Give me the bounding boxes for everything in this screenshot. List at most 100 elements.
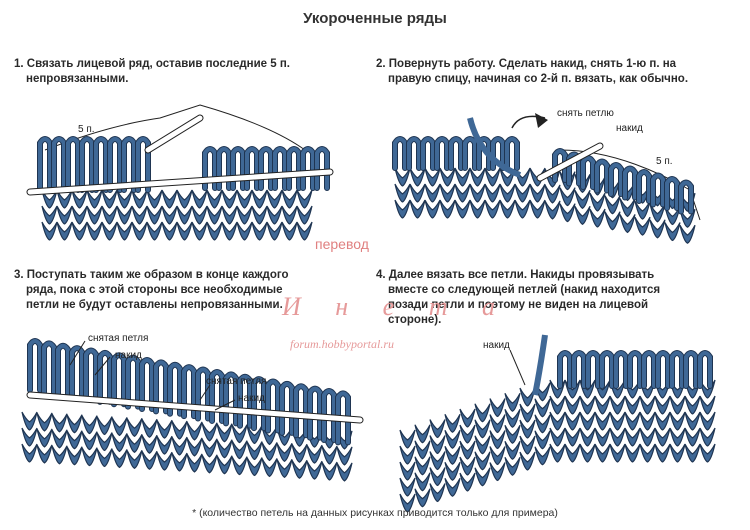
stitch bbox=[21, 443, 38, 463]
stitch bbox=[699, 443, 716, 463]
stitch bbox=[81, 431, 98, 451]
stitch bbox=[489, 462, 506, 482]
stitch bbox=[594, 443, 611, 463]
stitch bbox=[489, 398, 506, 418]
stitch bbox=[111, 433, 128, 453]
stitch-loop bbox=[698, 351, 712, 388]
stitch-loop bbox=[108, 137, 122, 192]
stitch bbox=[549, 411, 566, 431]
stitch-loop bbox=[315, 147, 329, 190]
step-2-line-2: правую спицу, начиная со 2-й п. вязать, … bbox=[388, 73, 689, 85]
stitch bbox=[321, 461, 338, 481]
stitch-loop bbox=[670, 351, 684, 388]
stitch bbox=[474, 467, 491, 487]
stitch-loop bbox=[140, 358, 154, 412]
diagram-1-fabric bbox=[37, 136, 330, 241]
stitch bbox=[489, 430, 506, 450]
stitch bbox=[216, 439, 233, 459]
diagram-2-slip-label: снять петлю bbox=[557, 108, 614, 119]
stitch bbox=[459, 472, 476, 492]
stitch-loop bbox=[505, 137, 519, 170]
footnote: * (количество петель на данных рисунках … bbox=[192, 507, 558, 519]
stitch bbox=[231, 456, 248, 476]
diagram-3-pointer-2 bbox=[94, 356, 111, 376]
diagram-3-slip-label-1: снятая петля bbox=[88, 333, 149, 344]
stitch-loop bbox=[84, 348, 98, 402]
stitch bbox=[504, 456, 521, 476]
stitch bbox=[306, 444, 323, 464]
stitch bbox=[414, 472, 431, 492]
stitch-loop bbox=[463, 137, 477, 170]
stitch bbox=[579, 443, 596, 463]
stitch-loop bbox=[52, 137, 66, 192]
stitch-loop bbox=[684, 351, 698, 388]
stitch bbox=[36, 428, 53, 448]
step-4-line-2: вместе со следующей петлей (накид находи… bbox=[388, 284, 661, 296]
stitch-loop bbox=[600, 351, 614, 388]
stitch bbox=[306, 460, 323, 480]
stitch-loop bbox=[42, 341, 56, 395]
stitch bbox=[36, 444, 53, 464]
stitch bbox=[549, 443, 566, 463]
stitch bbox=[679, 208, 696, 228]
stitch bbox=[564, 427, 581, 447]
stitch bbox=[261, 442, 278, 462]
stitch-loop bbox=[217, 147, 231, 190]
stitch-loop bbox=[665, 177, 679, 210]
stitch bbox=[291, 443, 308, 463]
stitch bbox=[574, 190, 591, 209]
stitch bbox=[589, 208, 606, 228]
stitch bbox=[639, 411, 656, 431]
stitch-loop bbox=[322, 389, 336, 442]
stitch bbox=[429, 483, 446, 503]
stitch bbox=[594, 427, 611, 447]
stitch-loop bbox=[421, 137, 435, 170]
diagram-3-pointer-3 bbox=[199, 384, 211, 401]
stitch bbox=[321, 445, 338, 465]
stitch bbox=[684, 411, 701, 431]
stitch bbox=[459, 456, 476, 476]
stitch bbox=[459, 408, 476, 428]
stitch bbox=[489, 414, 506, 434]
step-4-text: 4. Далее вязать все петли. Накиды провяз… bbox=[376, 268, 746, 328]
stitch-loop bbox=[56, 343, 70, 397]
stitch bbox=[699, 379, 716, 399]
stitch bbox=[519, 403, 536, 423]
stitch bbox=[544, 200, 561, 220]
stitch bbox=[699, 427, 716, 447]
stitch bbox=[459, 424, 476, 444]
step-4-line-4: стороне). bbox=[388, 314, 442, 326]
stitch-loop bbox=[558, 351, 572, 388]
stitch bbox=[141, 450, 158, 470]
step-2-text: 2. Повернуть работу. Сделать накид, снят… bbox=[376, 57, 746, 87]
stitch bbox=[619, 214, 636, 234]
stitch bbox=[186, 437, 203, 457]
stitch bbox=[624, 427, 641, 447]
stitch bbox=[201, 438, 218, 458]
stitch bbox=[699, 395, 716, 415]
stitch bbox=[559, 187, 576, 207]
stitch bbox=[444, 413, 461, 433]
stitch-loop bbox=[122, 137, 136, 192]
diagram-2-fabric bbox=[392, 136, 696, 244]
stitch-loop bbox=[614, 351, 628, 388]
stitch bbox=[474, 419, 491, 439]
stitch bbox=[156, 419, 173, 439]
stitch-loop bbox=[94, 137, 108, 192]
stitch bbox=[246, 441, 263, 461]
stitch bbox=[429, 467, 446, 487]
stitch bbox=[51, 445, 68, 465]
stitch bbox=[609, 443, 626, 463]
stitch-loop bbox=[245, 147, 259, 190]
stitch-loop bbox=[224, 372, 238, 426]
stitch bbox=[639, 443, 656, 463]
diagram-3-fabric bbox=[21, 338, 353, 482]
stitch bbox=[529, 199, 546, 219]
stitch-loop bbox=[407, 137, 421, 170]
stitch-loop bbox=[80, 137, 94, 192]
stitch bbox=[36, 412, 53, 432]
stitch bbox=[519, 451, 536, 471]
